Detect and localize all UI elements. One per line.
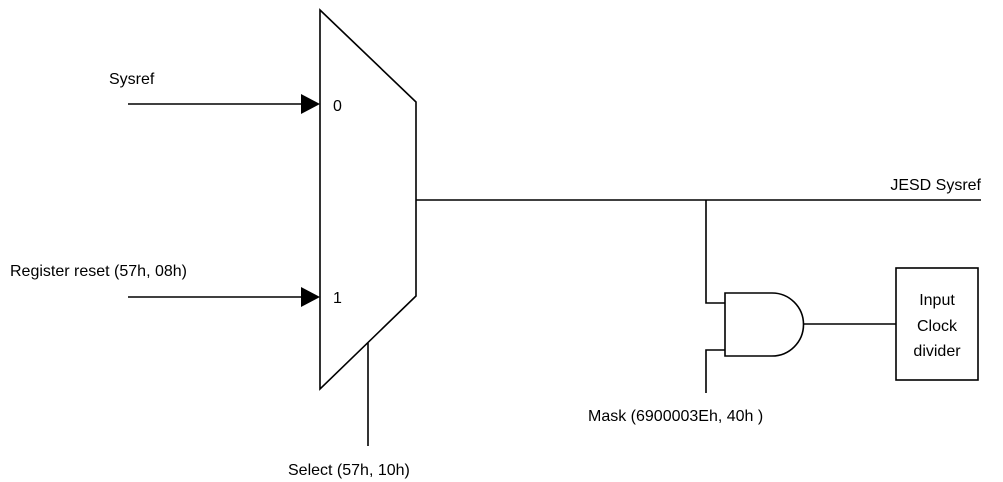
and-gate-input-a-wire bbox=[705, 200, 725, 304]
register-reset-input-arrow bbox=[301, 287, 320, 307]
mask-label: Mask (6900003Eh, 40h ) bbox=[588, 408, 763, 425]
mux-port-0-label: 0 bbox=[333, 98, 342, 115]
register-reset-label: Register reset (57h, 08h) bbox=[10, 263, 187, 280]
divider-label-line3: divider bbox=[913, 343, 961, 360]
jesd-sysref-label: JESD Sysref bbox=[890, 177, 981, 194]
mask-input-wire bbox=[705, 349, 725, 393]
mux-port-1-label: 1 bbox=[333, 290, 342, 307]
multiplexer bbox=[319, 8, 417, 391]
divider-label-line2: Clock bbox=[917, 318, 958, 335]
divider-label-line1: Input bbox=[919, 292, 955, 309]
input-clock-divider-box bbox=[895, 267, 979, 381]
sysref-label: Sysref bbox=[109, 71, 155, 88]
sysref-input-arrow bbox=[301, 94, 320, 114]
and-gate bbox=[724, 292, 805, 357]
select-label: Select (57h, 10h) bbox=[288, 462, 410, 479]
